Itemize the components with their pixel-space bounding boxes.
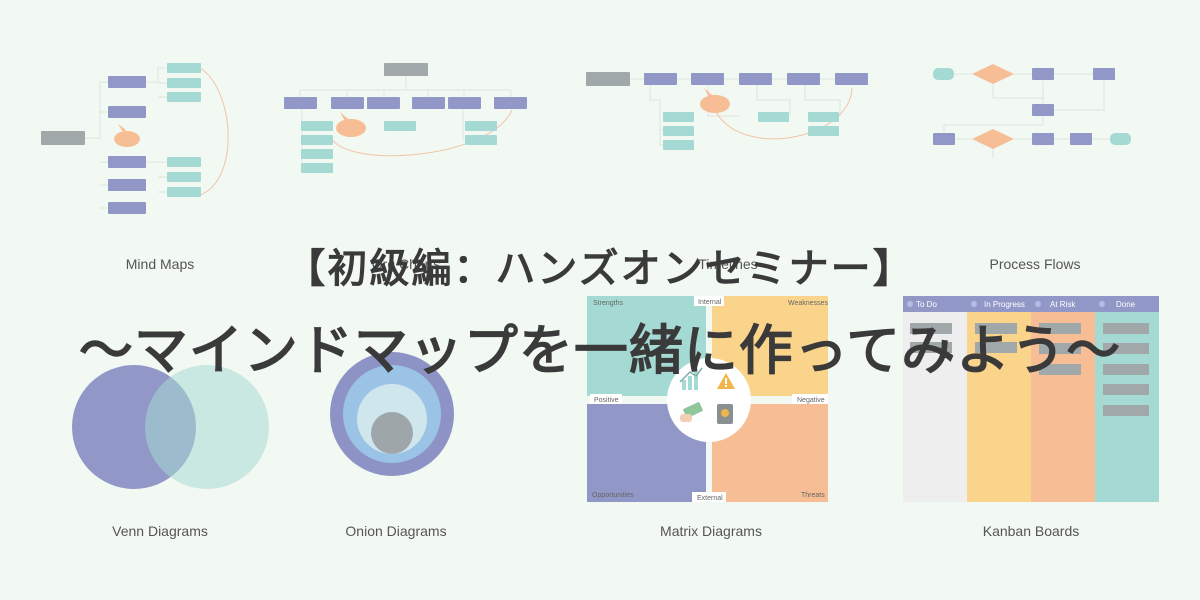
kanban-column-in-progress: In Progress xyxy=(984,300,1025,309)
caption-matrix: Matrix Diagrams xyxy=(660,523,762,539)
kanban-column-todo: To Do xyxy=(916,300,937,309)
matrix-positive-label: Positive xyxy=(594,397,619,404)
timeline-thumbnail xyxy=(586,72,868,150)
seminar-main-title: 〜マインドマップを一緒に作ってみよう〜 xyxy=(78,319,1122,382)
matrix-thumbnail: Strengths Weaknesses Opportunities Threa… xyxy=(587,296,828,502)
mind-map-thumbnail xyxy=(41,63,229,214)
venn-thumbnail xyxy=(72,365,269,489)
matrix-threats-label: Threats xyxy=(801,492,825,499)
hazard-barrel-icon xyxy=(717,404,733,424)
org-chart-thumbnail xyxy=(284,63,527,173)
matrix-external-label: External xyxy=(697,495,723,502)
onion-thumbnail xyxy=(330,352,454,476)
kanban-column-done: Done xyxy=(1116,300,1136,309)
seminar-level-title: 【初級編：ハンズオンセミナー】 xyxy=(285,246,915,292)
matrix-weaknesses-label: Weaknesses xyxy=(788,300,828,307)
caption-process-flows: Process Flows xyxy=(989,256,1081,272)
matrix-negative-label: Negative xyxy=(797,397,825,404)
warning-icon xyxy=(717,373,735,389)
caption-venn: Venn Diagrams xyxy=(112,523,208,539)
matrix-strengths-label: Strengths xyxy=(593,300,623,307)
chart-growth-icon xyxy=(679,367,703,390)
matrix-opportunities-label: Opportunities xyxy=(592,492,634,499)
kanban-thumbnail: To Do In Progress At Risk Done xyxy=(903,296,1159,502)
money-hand-icon xyxy=(680,401,703,422)
matrix-internal-label: Internal xyxy=(698,299,722,306)
caption-kanban: Kanban Boards xyxy=(982,523,1080,539)
caption-org-charts: Org Charts xyxy=(371,256,441,272)
kanban-column-at-risk: At Risk xyxy=(1050,300,1076,309)
caption-onion: Onion Diagrams xyxy=(345,523,447,539)
caption-mind-maps: Mind Maps xyxy=(125,256,195,272)
process-flow-thumbnail xyxy=(933,64,1131,158)
caption-timelines: Timelines xyxy=(698,256,758,272)
